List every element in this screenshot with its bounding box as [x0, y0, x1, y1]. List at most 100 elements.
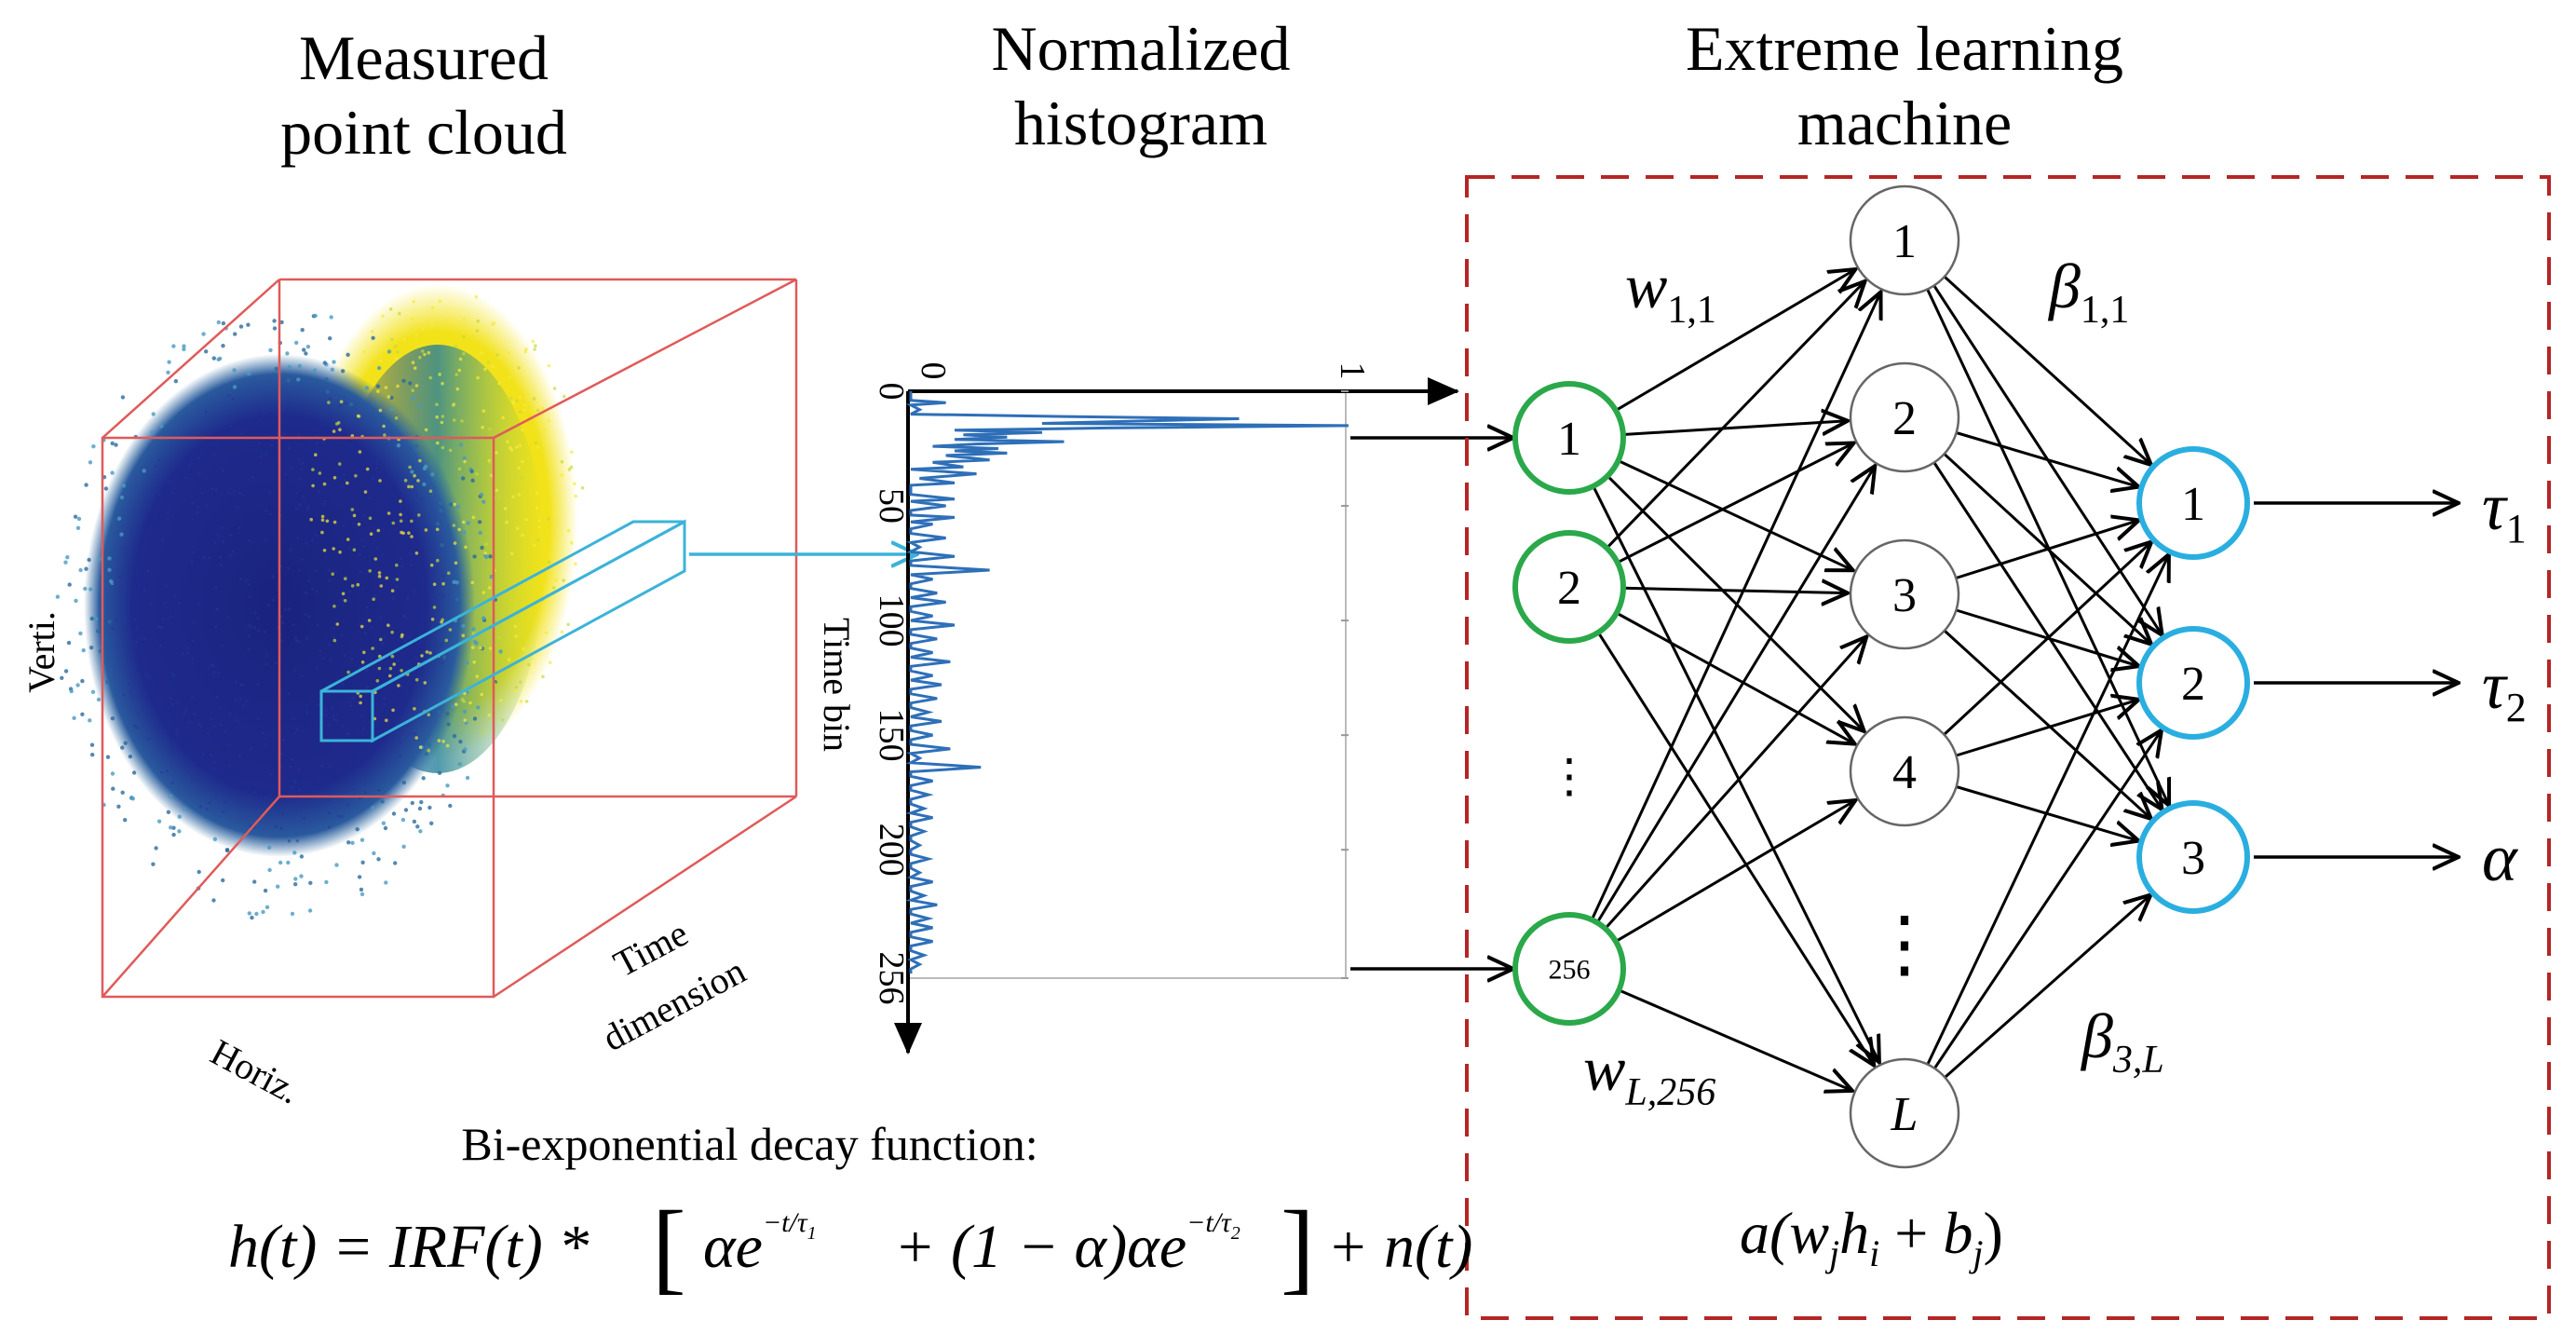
cloud-point [535, 506, 539, 510]
cloud-point [114, 442, 118, 447]
cloud-point [396, 384, 400, 388]
cube-axis-time-line1: Time [606, 912, 694, 986]
cloud-point [386, 461, 391, 465]
cloud-point [388, 748, 392, 753]
cloud-point [300, 674, 304, 678]
cloud-point [252, 626, 257, 630]
cloud-point [399, 741, 402, 744]
cloud-point [159, 626, 163, 630]
cloud-point [499, 699, 503, 702]
cloud-point [233, 332, 237, 336]
network-edge [1590, 292, 1880, 920]
cloud-point [216, 357, 221, 361]
cloud-point [397, 684, 400, 687]
cloud-point [414, 732, 417, 736]
cloud-point [389, 337, 394, 342]
cloud-point [375, 679, 380, 683]
cloud-point [392, 578, 396, 581]
cloud-point [208, 556, 211, 560]
cloud-point [302, 495, 305, 498]
weight-beta-1-1: β1,1 [2047, 251, 2129, 332]
cloud-point [483, 367, 487, 372]
cloud-point [424, 528, 428, 532]
cloud-point [481, 730, 485, 735]
cloud-point [514, 634, 518, 638]
cloud-point [248, 582, 251, 587]
cloud-point [171, 832, 176, 837]
cloud-point [410, 317, 414, 320]
cloud-point [534, 441, 538, 445]
cloud-point [419, 497, 423, 501]
cloud-point [297, 363, 302, 369]
cloud-point [418, 829, 423, 834]
cloud-point [346, 840, 351, 845]
cloud-point [451, 704, 455, 709]
cloud-point [246, 410, 250, 414]
cloud-point [261, 909, 265, 915]
cloud-point [470, 580, 475, 585]
cloud-point [103, 486, 109, 491]
cloud-point [132, 724, 136, 728]
cloud-point [123, 741, 128, 745]
cloud-point [127, 682, 130, 687]
network-edge [1944, 895, 2150, 1079]
cloud-point [84, 483, 88, 487]
cloud-point [295, 839, 299, 843]
cloud-point [171, 825, 176, 830]
cloud-point [421, 349, 425, 353]
cloud-point [334, 570, 338, 574]
cloud-point [91, 444, 96, 449]
cloud-point [392, 597, 396, 601]
cloud-point [354, 422, 358, 427]
cloud-point [124, 546, 128, 550]
cloud-point [277, 808, 280, 811]
cloud-point [470, 478, 475, 483]
cloud-point [400, 817, 406, 823]
cloud-point [427, 748, 431, 753]
cloud-point [338, 428, 342, 432]
cloud-point [147, 674, 151, 678]
hidden-node-L-circle [1849, 1057, 1960, 1169]
cloud-point [448, 628, 453, 632]
cloud-point [358, 450, 362, 454]
cloud-point [235, 718, 239, 722]
cloud-point [464, 545, 468, 550]
cloud-point [291, 717, 295, 721]
cloud-point [132, 534, 136, 538]
cloud-point [189, 430, 193, 434]
cloud-point [365, 686, 369, 689]
cloud-point [531, 339, 535, 344]
cloud-point [508, 375, 512, 380]
cloud-point [461, 623, 466, 629]
cloud-point [135, 640, 139, 644]
cloud-point [471, 515, 476, 520]
cloud-point [247, 911, 251, 916]
cloud-point [359, 892, 365, 897]
cloud-point [390, 630, 394, 634]
cloud-point [481, 616, 486, 620]
cloud-point [427, 805, 432, 810]
cloud-point [382, 424, 386, 429]
cloud-point [409, 564, 414, 567]
cloud-point [495, 488, 499, 493]
cloud-point [368, 569, 373, 573]
cloud-point [261, 731, 264, 735]
cloud-point [204, 410, 208, 414]
cloud-point [381, 821, 386, 825]
cloud-point [156, 458, 161, 462]
cloud-point [343, 599, 347, 603]
cloud-point [407, 531, 411, 535]
cloud-point [197, 869, 201, 875]
cloud-point [218, 555, 222, 559]
cloud-point [66, 640, 72, 646]
cloud-point [110, 716, 115, 721]
cloud-point [462, 334, 466, 339]
cloud-point [65, 555, 70, 560]
cloud-point [451, 403, 455, 407]
cloud-point [305, 636, 308, 641]
cloud-point [116, 516, 122, 521]
cloud-point [197, 505, 200, 509]
cloud-point [346, 538, 350, 541]
hidden-node-4-label: 4 [1892, 746, 1917, 799]
cloud-point [384, 667, 387, 672]
